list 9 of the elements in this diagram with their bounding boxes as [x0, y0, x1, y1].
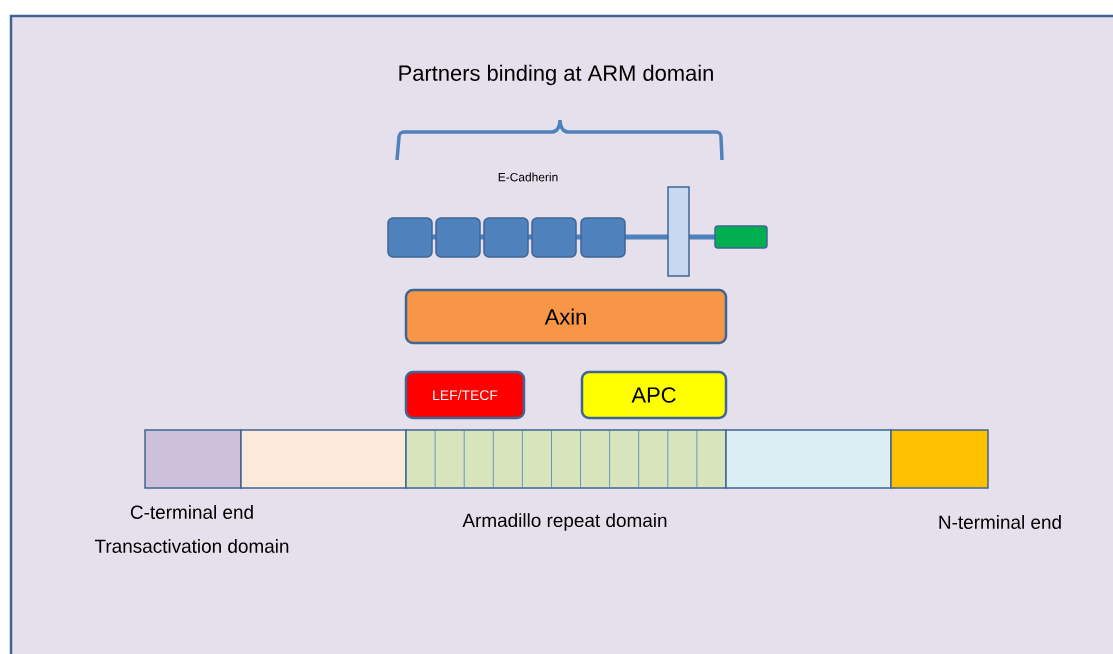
label: N-terminal end: [939, 515, 1061, 529]
protein-box: APC: [580, 370, 728, 420]
label: C-terminal end: [130, 505, 253, 519]
label: E-Cadherin: [498, 172, 558, 182]
label: Armadillo repeat domain: [462, 513, 667, 531]
label: Transactivation domain: [94, 539, 289, 553]
title: Partners binding at ARM domain: [399, 64, 713, 86]
protein-box: LEF/TECF: [404, 370, 526, 420]
protein-box: Axin: [404, 288, 728, 345]
